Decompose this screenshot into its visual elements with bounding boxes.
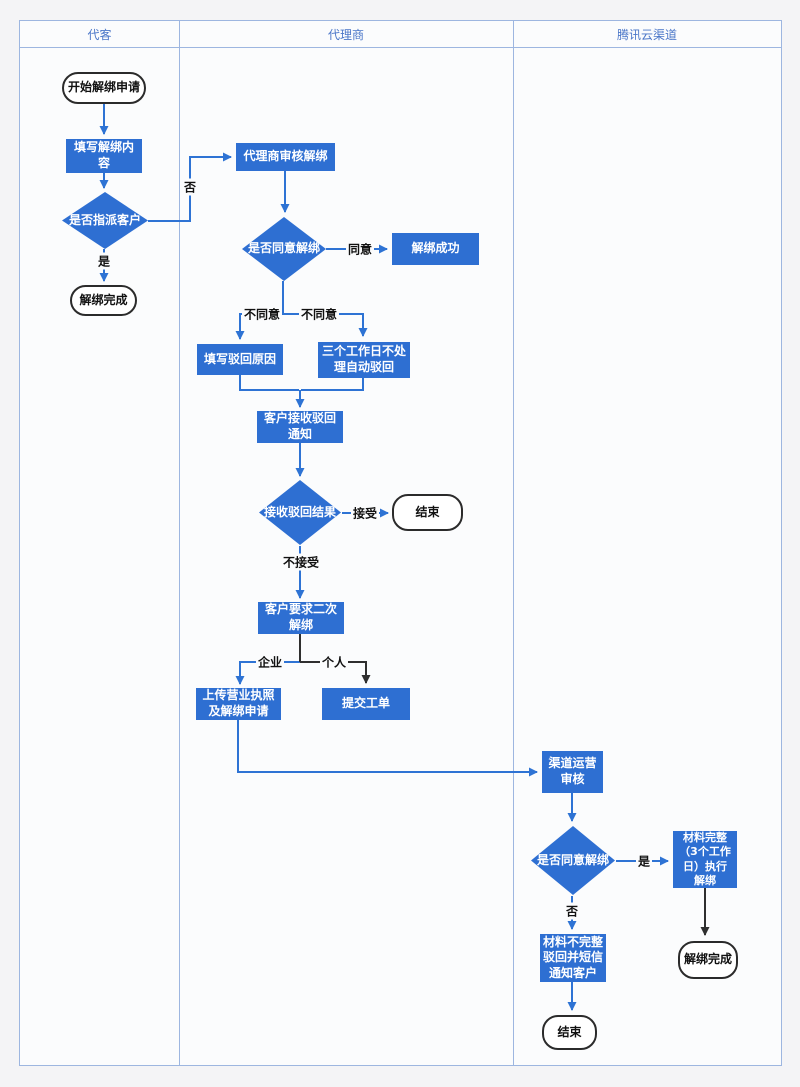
edge-label-agree: 同意	[345, 240, 375, 258]
node-upload-license: 上传营业执照 及解绑申请	[196, 688, 281, 720]
node-start: 开始解绑申请	[62, 72, 146, 104]
node-auto-reject: 三个工作日不处 理自动驳回	[318, 342, 410, 378]
node-fill-unbind-content: 填写解绑内 容	[66, 139, 142, 173]
edge-label-disagree-right: 不同意	[298, 305, 340, 323]
edge-label-no-1: 否	[181, 178, 199, 196]
edge-label-disagree-left: 不同意	[241, 305, 283, 323]
edge-label-not-accept: 不接受	[280, 553, 322, 571]
edge-label-yes-1: 是	[95, 252, 113, 270]
node-unbind-success: 解绑成功	[392, 233, 479, 265]
node-material-complete: 材料完整 （3个工作 日）执行 解绑	[673, 831, 737, 888]
edge-label-accept: 接受	[350, 504, 380, 522]
node-second-unbind-request: 客户要求二次 解绑	[258, 602, 344, 634]
node-end-2: 结束	[542, 1015, 597, 1050]
header-separator	[20, 47, 781, 48]
swimlane-frame: 代客 代理商 腾讯云渠道	[19, 20, 782, 1066]
node-fill-reject-reason: 填写驳回原因	[197, 344, 283, 375]
edge-label-yes-2: 是	[635, 852, 653, 870]
edge-label-enterprise: 企业	[255, 653, 285, 671]
lane-divider-1	[179, 21, 180, 1065]
node-end-1: 结束	[392, 494, 463, 531]
node-material-incomplete: 材料不完整 驳回并短信 通知客户	[540, 934, 606, 982]
node-unbind-done-1: 解绑完成	[70, 285, 137, 316]
node-receive-reject-notice: 客户接收驳回 通知	[257, 411, 343, 443]
node-unbind-done-2: 解绑完成	[678, 941, 738, 979]
edge-label-personal: 个人	[319, 653, 349, 671]
lane-header-agent: 代理商	[327, 27, 364, 42]
lane-divider-2	[513, 21, 514, 1065]
lane-header-tencent-channel: 腾讯云渠道	[616, 27, 677, 42]
node-submit-ticket: 提交工单	[322, 688, 410, 720]
node-channel-review: 渠道运营 审核	[542, 751, 603, 793]
lane-header-customer: 代客	[87, 27, 112, 42]
node-agent-review: 代理商审核解绑	[236, 143, 335, 171]
edge-label-no-2: 否	[563, 902, 581, 920]
